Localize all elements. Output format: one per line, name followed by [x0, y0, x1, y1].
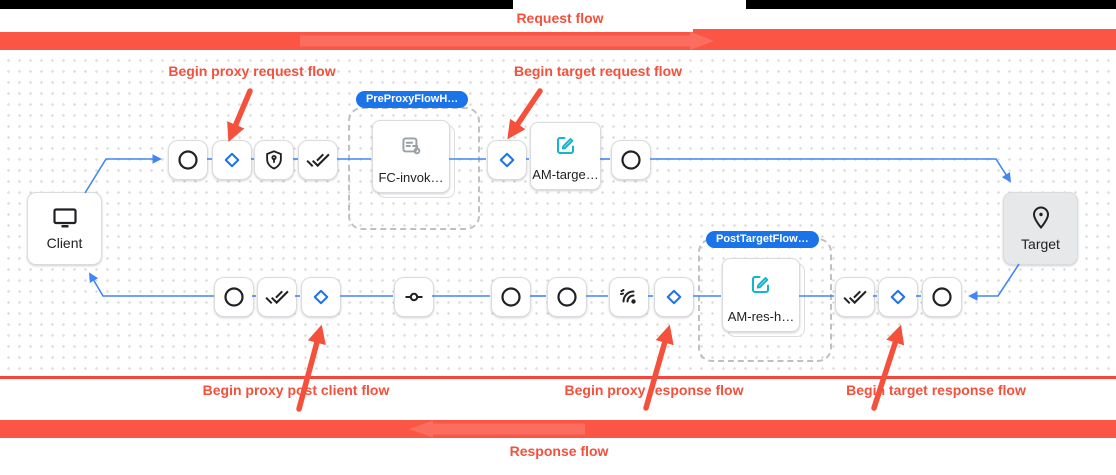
- circle-flow-node[interactable]: [611, 140, 651, 180]
- diamond-flow-node-target-request[interactable]: [487, 140, 527, 180]
- circle-flow-node[interactable]: [168, 140, 208, 180]
- am-response-step-label: AM-res-h…: [727, 309, 795, 324]
- fc-invoke-step-label: FC-invok…: [378, 170, 444, 185]
- diamond-flow-node-target-response[interactable]: [878, 277, 918, 317]
- response-flow-band: [0, 420, 1116, 438]
- condition-diamond-icon: [887, 286, 909, 308]
- diamond-flow-node-proxy-response[interactable]: [654, 277, 694, 317]
- fc-invoke-step[interactable]: FC-invok…: [372, 120, 450, 193]
- condition-diamond-icon: [496, 149, 518, 171]
- circle-flow-node[interactable]: [922, 277, 962, 317]
- am-target-step[interactable]: AM-targe…: [530, 122, 601, 190]
- posttarget-flowhook-badge: PostTargetFlow…: [706, 231, 819, 248]
- edit-square-icon: [531, 123, 600, 167]
- request-flow-label: Request flow: [516, 10, 604, 26]
- circle-icon: [619, 148, 643, 172]
- top-black-bar-left: [0, 0, 513, 9]
- circle-icon: [176, 148, 200, 172]
- circle-flow-node[interactable]: [214, 277, 254, 317]
- circle-icon: [555, 285, 579, 309]
- preproxy-flowhook-badge: PreProxyFlowH…: [356, 91, 469, 108]
- monitor-icon: [51, 206, 79, 230]
- target-label: Target: [1021, 236, 1060, 252]
- annotation-begin-target-response: Begin target response flow: [846, 382, 1026, 398]
- am-response-step[interactable]: AM-res-h…: [722, 258, 800, 332]
- doublecheck-flow-node[interactable]: [257, 277, 297, 317]
- doublecheck-flow-node[interactable]: [298, 140, 338, 180]
- shield-key-icon: [263, 149, 285, 171]
- annotation-begin-proxy-response: Begin proxy response flow: [564, 382, 744, 398]
- diamond-flow-node-post-client[interactable]: [301, 277, 341, 317]
- top-black-bar-right: [746, 0, 1116, 9]
- annotation-begin-target-request: Begin target request flow: [513, 63, 683, 79]
- circle-flow-node[interactable]: [547, 277, 587, 317]
- annotation-begin-proxy-request: Begin proxy request flow: [168, 63, 336, 79]
- security-flow-node[interactable]: [254, 140, 294, 180]
- request-flow-band-left: [0, 32, 695, 50]
- broadcast-flow-node[interactable]: [609, 277, 649, 317]
- circle-flow-node[interactable]: [491, 277, 531, 317]
- double-check-icon: [843, 285, 867, 309]
- circle-icon: [222, 285, 246, 309]
- circle-icon: [499, 285, 523, 309]
- condition-diamond-icon: [310, 286, 332, 308]
- response-separator-line: [0, 376, 1116, 379]
- am-target-step-label: AM-targe…: [532, 167, 599, 182]
- request-flow-band-right: [693, 29, 1116, 50]
- diamond-flow-node-proxy-request[interactable]: [212, 140, 252, 180]
- client-label: Client: [46, 235, 83, 251]
- location-pin-icon: [1029, 205, 1053, 231]
- edit-square-icon: [723, 259, 799, 309]
- flow-canvas[interactable]: [0, 51, 1116, 376]
- flow-callout-icon: [373, 121, 449, 170]
- doublecheck-flow-node[interactable]: [835, 277, 875, 317]
- preproxy-flowhook-group[interactable]: [348, 107, 480, 230]
- circle-icon: [930, 285, 954, 309]
- broadcast-icon: [617, 285, 641, 309]
- annotation-begin-proxy-post-client: Begin proxy post client flow: [202, 382, 390, 398]
- double-check-icon: [265, 285, 289, 309]
- condition-diamond-icon: [221, 149, 243, 171]
- target-node[interactable]: Target: [1003, 192, 1078, 265]
- double-check-icon: [306, 148, 330, 172]
- response-flow-label: Response flow: [509, 443, 609, 459]
- commit-icon: [402, 285, 426, 309]
- switch-flow-node[interactable]: [394, 277, 434, 317]
- condition-diamond-icon: [663, 286, 685, 308]
- client-node[interactable]: Client: [27, 192, 102, 265]
